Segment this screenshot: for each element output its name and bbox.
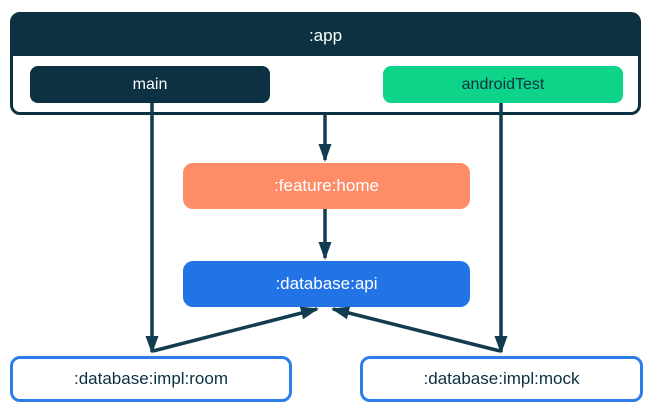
source-set-android-test: androidTest [383, 66, 623, 103]
app-module-title: :app [13, 15, 638, 56]
node-database-impl-room: :database:impl:room [10, 356, 292, 402]
edge-database-impl-mock-to-database-api [331, 306, 501, 353]
node-feature-home: :feature:home [183, 163, 470, 209]
source-set-main: main [30, 66, 270, 103]
node-database-impl-mock: :database:impl:mock [360, 356, 643, 402]
edge-database-impl-room-to-database-api [152, 306, 319, 353]
node-database-api: :database:api [183, 261, 470, 307]
